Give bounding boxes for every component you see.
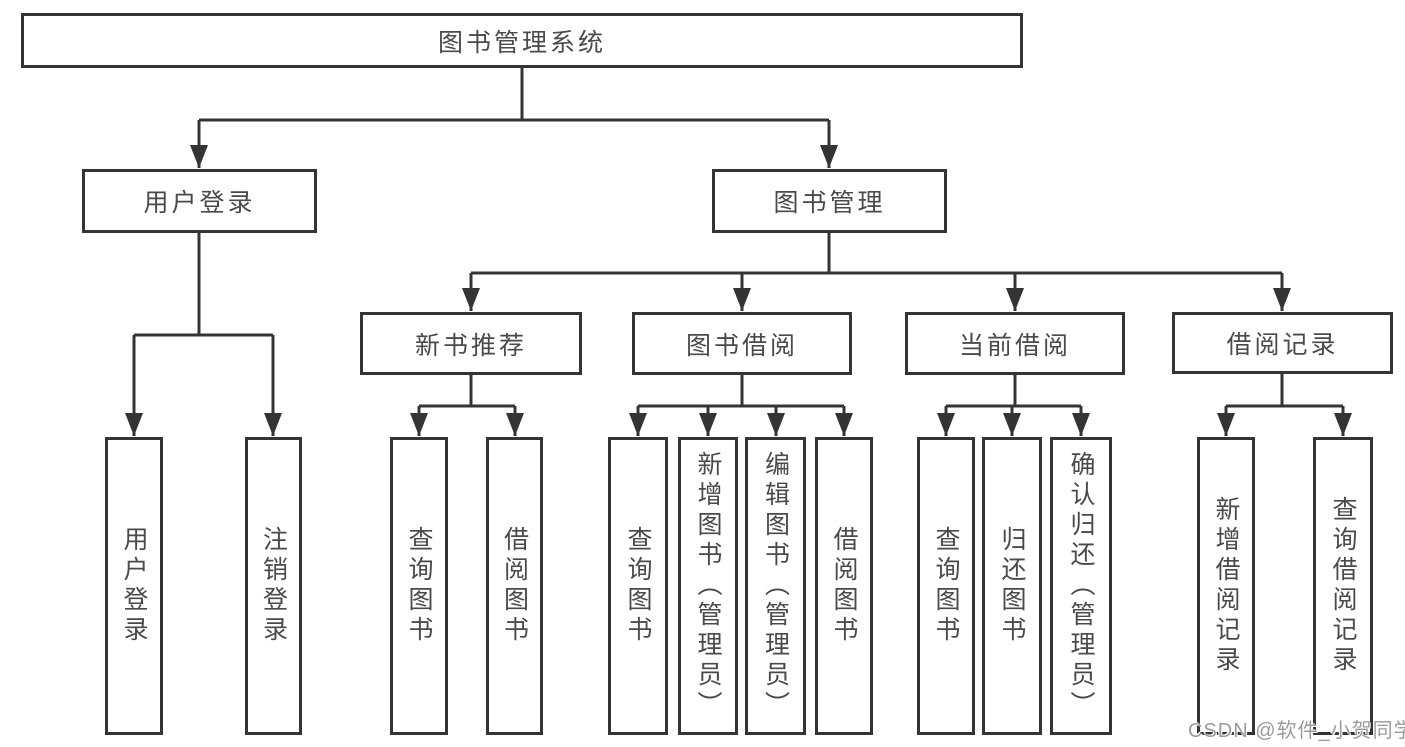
leaf-query-books-current: 查询图书 xyxy=(917,437,975,735)
leaf-borrow-books-recommend: 借阅图书 xyxy=(486,437,543,735)
node-current-borrowing: 当前借阅 xyxy=(905,312,1125,375)
leaf-add-borrow-record: 新增借阅记录 xyxy=(1197,437,1255,735)
leaf-query-books-borrowing: 查询图书 xyxy=(608,437,668,735)
node-user-login: 用户登录 xyxy=(82,169,317,233)
leaf-query-books-recommend: 查询图书 xyxy=(390,437,448,735)
leaf-edit-books-admin: 编辑图书（管理员） xyxy=(745,437,806,735)
leaf-borrow-books-borrowing: 借阅图书 xyxy=(815,437,873,735)
leaf-confirm-return-admin: 确认归还（管理员） xyxy=(1050,437,1112,735)
node-library-management-system: 图书管理系统 xyxy=(21,13,1023,68)
node-book-borrowing: 图书借阅 xyxy=(632,312,852,375)
leaf-logout-login: 注销登录 xyxy=(245,437,302,735)
node-borrowing-records: 借阅记录 xyxy=(1172,312,1393,374)
leaf-query-borrow-record: 查询借阅记录 xyxy=(1313,437,1373,735)
node-new-book-recommendation: 新书推荐 xyxy=(360,312,582,375)
leaf-return-books: 归还图书 xyxy=(982,437,1042,735)
leaf-add-books-admin: 新增图书（管理员） xyxy=(678,437,738,735)
csdn-watermark: CSDN @软件_小贺同学 xyxy=(1188,720,1405,742)
leaf-user-login: 用户登录 xyxy=(105,437,163,735)
node-book-management: 图书管理 xyxy=(712,169,947,233)
